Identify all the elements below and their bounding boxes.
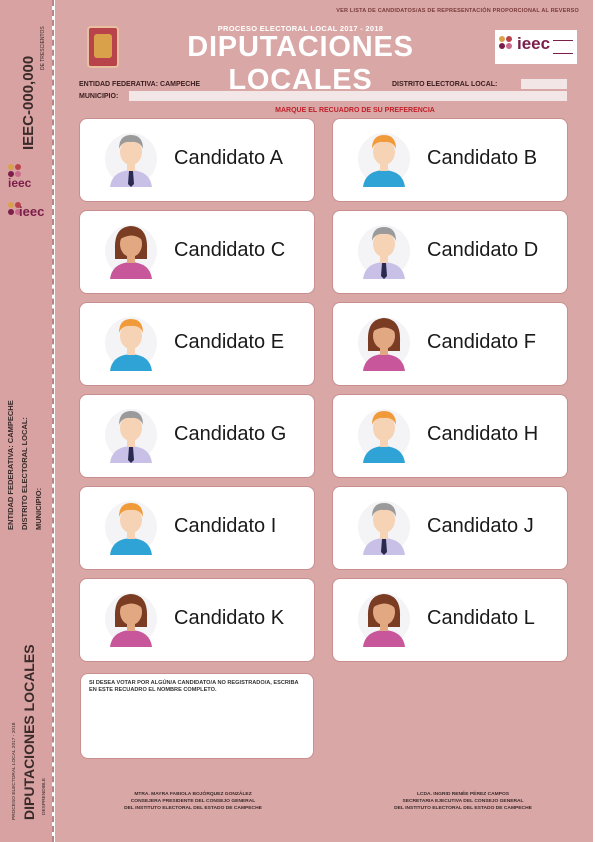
- candidate-label: Candidato J: [427, 515, 534, 537]
- candidate-label: Candidato B: [427, 147, 538, 169]
- campeche-seal-icon: [87, 26, 119, 68]
- ieec-logo-icon: [499, 36, 515, 52]
- write-in-box[interactable]: SI DESEA VOTAR POR ALGÚN/A CANDIDATO/A N…: [80, 673, 314, 759]
- ieec-header-logo: ieec: [495, 30, 577, 64]
- candidate-card[interactable]: Candidato D: [332, 210, 568, 294]
- write-in-instruction: SI DESEA VOTAR POR ALGÚN/A CANDIDATO/A N…: [89, 680, 299, 694]
- entidad-field: ENTIDAD FEDERATIVA: CAMPECHE: [79, 81, 201, 88]
- signature-right-name: LCDA. INGRID RENÉE PÉREZ CAMPOS: [416, 792, 510, 797]
- candidate-card[interactable]: Candidato A: [79, 118, 315, 202]
- process-caption: PROCESO ELECTORAL LOCAL 2017 - 2018: [217, 24, 384, 33]
- candidate-avatar-icon: [104, 403, 158, 463]
- stub-process: PROCESO ELECTORAL LOCAL 2017 - 2018: [12, 722, 17, 820]
- candidate-avatar-icon: [357, 311, 411, 371]
- candidate-avatar-icon: [357, 495, 411, 555]
- municipio-input[interactable]: [129, 91, 567, 101]
- stub-municipio: MUNICIPIO:: [34, 487, 43, 530]
- candidate-card[interactable]: Candidato B: [332, 118, 568, 202]
- stub-distrito: DISTRITO ELECTORAL LOCAL:: [20, 417, 29, 530]
- candidate-avatar-icon: [357, 127, 411, 187]
- candidate-avatar-icon: [357, 403, 411, 463]
- stub-bottom-caption: DESPRENDIBLE: [42, 777, 47, 815]
- distrito-field: DISTRITO ELECTORAL LOCAL:: [392, 81, 498, 88]
- candidate-avatar-icon: [104, 495, 158, 555]
- distrito-input[interactable]: [521, 79, 567, 89]
- ballot-stub: IEEC-000,000 DE TRESCIENTOS ieec ieec EN…: [0, 0, 52, 842]
- ballot-title: DIPUTACIONES LOCALES: [187, 31, 414, 96]
- candidate-label: Candidato I: [174, 515, 277, 537]
- signature-left-role: CONSEJERA PRESIDENTE DEL CONSEJO GENERAL: [130, 798, 256, 804]
- candidate-label: Candidato F: [427, 331, 536, 353]
- signature-right-institution: DEL INSTITUTO ELECTORAL DEL ESTADO DE CA…: [394, 805, 532, 811]
- stub-logo-text: ieec: [8, 176, 32, 190]
- candidate-label: Candidato G: [174, 423, 287, 445]
- ballot-body: VER LISTA DE CANDIDATOS/AS DE REPRESENTA…: [55, 0, 593, 842]
- header-logo-text: ieec: [517, 34, 551, 53]
- stub-logo-2: ieec: [8, 202, 48, 226]
- candidate-avatar-icon: [104, 311, 158, 371]
- signature-left-institution: DEL INSTITUTO ELECTORAL DEL ESTADO DE CA…: [124, 805, 262, 811]
- candidate-card[interactable]: Candidato C: [79, 210, 315, 294]
- ieec-logo-icon: [8, 164, 24, 180]
- candidate-label: Candidato H: [427, 423, 539, 445]
- signature-right: LCDA. INGRID RENÉE PÉREZ CAMPOS SECRETAR…: [353, 792, 573, 813]
- candidate-avatar-icon: [104, 127, 158, 187]
- stub-folio: IEEC-000,000: [20, 55, 37, 150]
- candidate-card[interactable]: Candidato L: [332, 578, 568, 662]
- candidate-card[interactable]: Candidato F: [332, 302, 568, 386]
- candidate-avatar-icon: [357, 219, 411, 279]
- candidate-card[interactable]: Candidato E: [79, 302, 315, 386]
- candidate-label: Candidato D: [427, 239, 539, 261]
- signature-right-role: SECRETARIA EJECUTIVA DEL CONSEJO GENERAL: [402, 798, 524, 804]
- perforation-line: [52, 0, 54, 842]
- ieec-logo-icon: [8, 202, 24, 218]
- stub-folio-caption: DE TRESCIENTOS: [40, 26, 46, 70]
- candidate-label: Candidato L: [427, 607, 535, 629]
- stub-logo: ieec: [8, 162, 38, 192]
- stub-entidad: ENTIDAD FEDERATIVA: CAMPECHE: [6, 400, 15, 530]
- candidate-avatar-icon: [357, 587, 411, 647]
- signature-left: MTRA. MAYRA FABIOLA BOJÓRQUEZ GONZÁLEZ C…: [83, 792, 303, 813]
- candidate-card[interactable]: Candidato H: [332, 394, 568, 478]
- candidate-label: Candidato C: [174, 239, 286, 261]
- candidate-label: Candidato E: [174, 331, 285, 353]
- stub-title: DIPUTACIONES LOCALES: [21, 644, 37, 820]
- candidate-label: Candidato K: [174, 607, 285, 629]
- instruction-text: MARQUE EL RECUADRO DE SU PREFERENCIA: [275, 107, 435, 114]
- candidate-card[interactable]: Candidato K: [79, 578, 315, 662]
- candidate-label: Candidato A: [174, 147, 283, 169]
- signature-left-name: MTRA. MAYRA FABIOLA BOJÓRQUEZ GONZÁLEZ: [134, 792, 252, 797]
- candidate-card[interactable]: Candidato J: [332, 486, 568, 570]
- candidate-card[interactable]: Candidato G: [79, 394, 315, 478]
- top-note: VER LISTA DE CANDIDATOS/AS DE REPRESENTA…: [336, 8, 579, 14]
- municipio-field: MUNICIPIO:: [79, 93, 119, 100]
- candidate-card[interactable]: Candidato I: [79, 486, 315, 570]
- candidate-avatar-icon: [104, 587, 158, 647]
- stub-logo-text-2: ieec: [19, 204, 45, 219]
- header-logo-rule: [553, 40, 573, 54]
- candidate-avatar-icon: [104, 219, 158, 279]
